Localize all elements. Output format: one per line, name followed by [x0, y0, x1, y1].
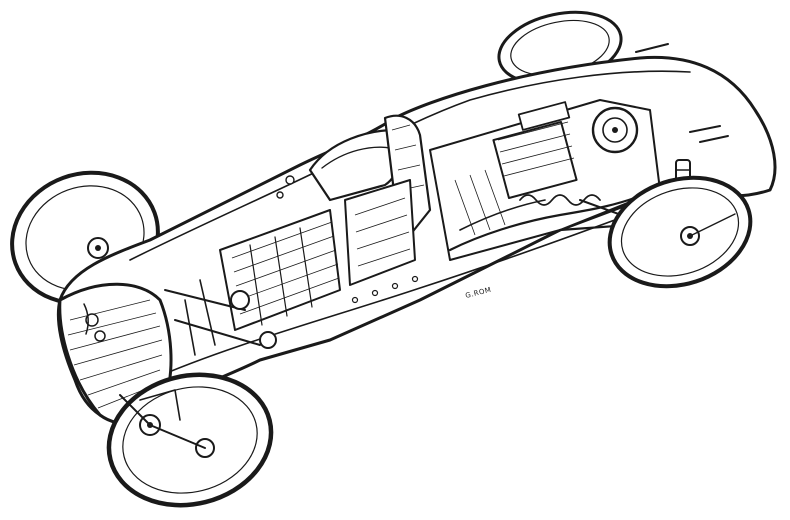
front-near-wheel: [106, 372, 274, 508]
steering-linkage: [164, 279, 277, 356]
engine-cutaway: [429, 99, 661, 261]
rear-near-wheel: [607, 175, 753, 289]
cockpit-seat: [308, 114, 432, 286]
body-rivets: [276, 175, 419, 304]
artist-signature: G.ROM: [465, 286, 493, 300]
